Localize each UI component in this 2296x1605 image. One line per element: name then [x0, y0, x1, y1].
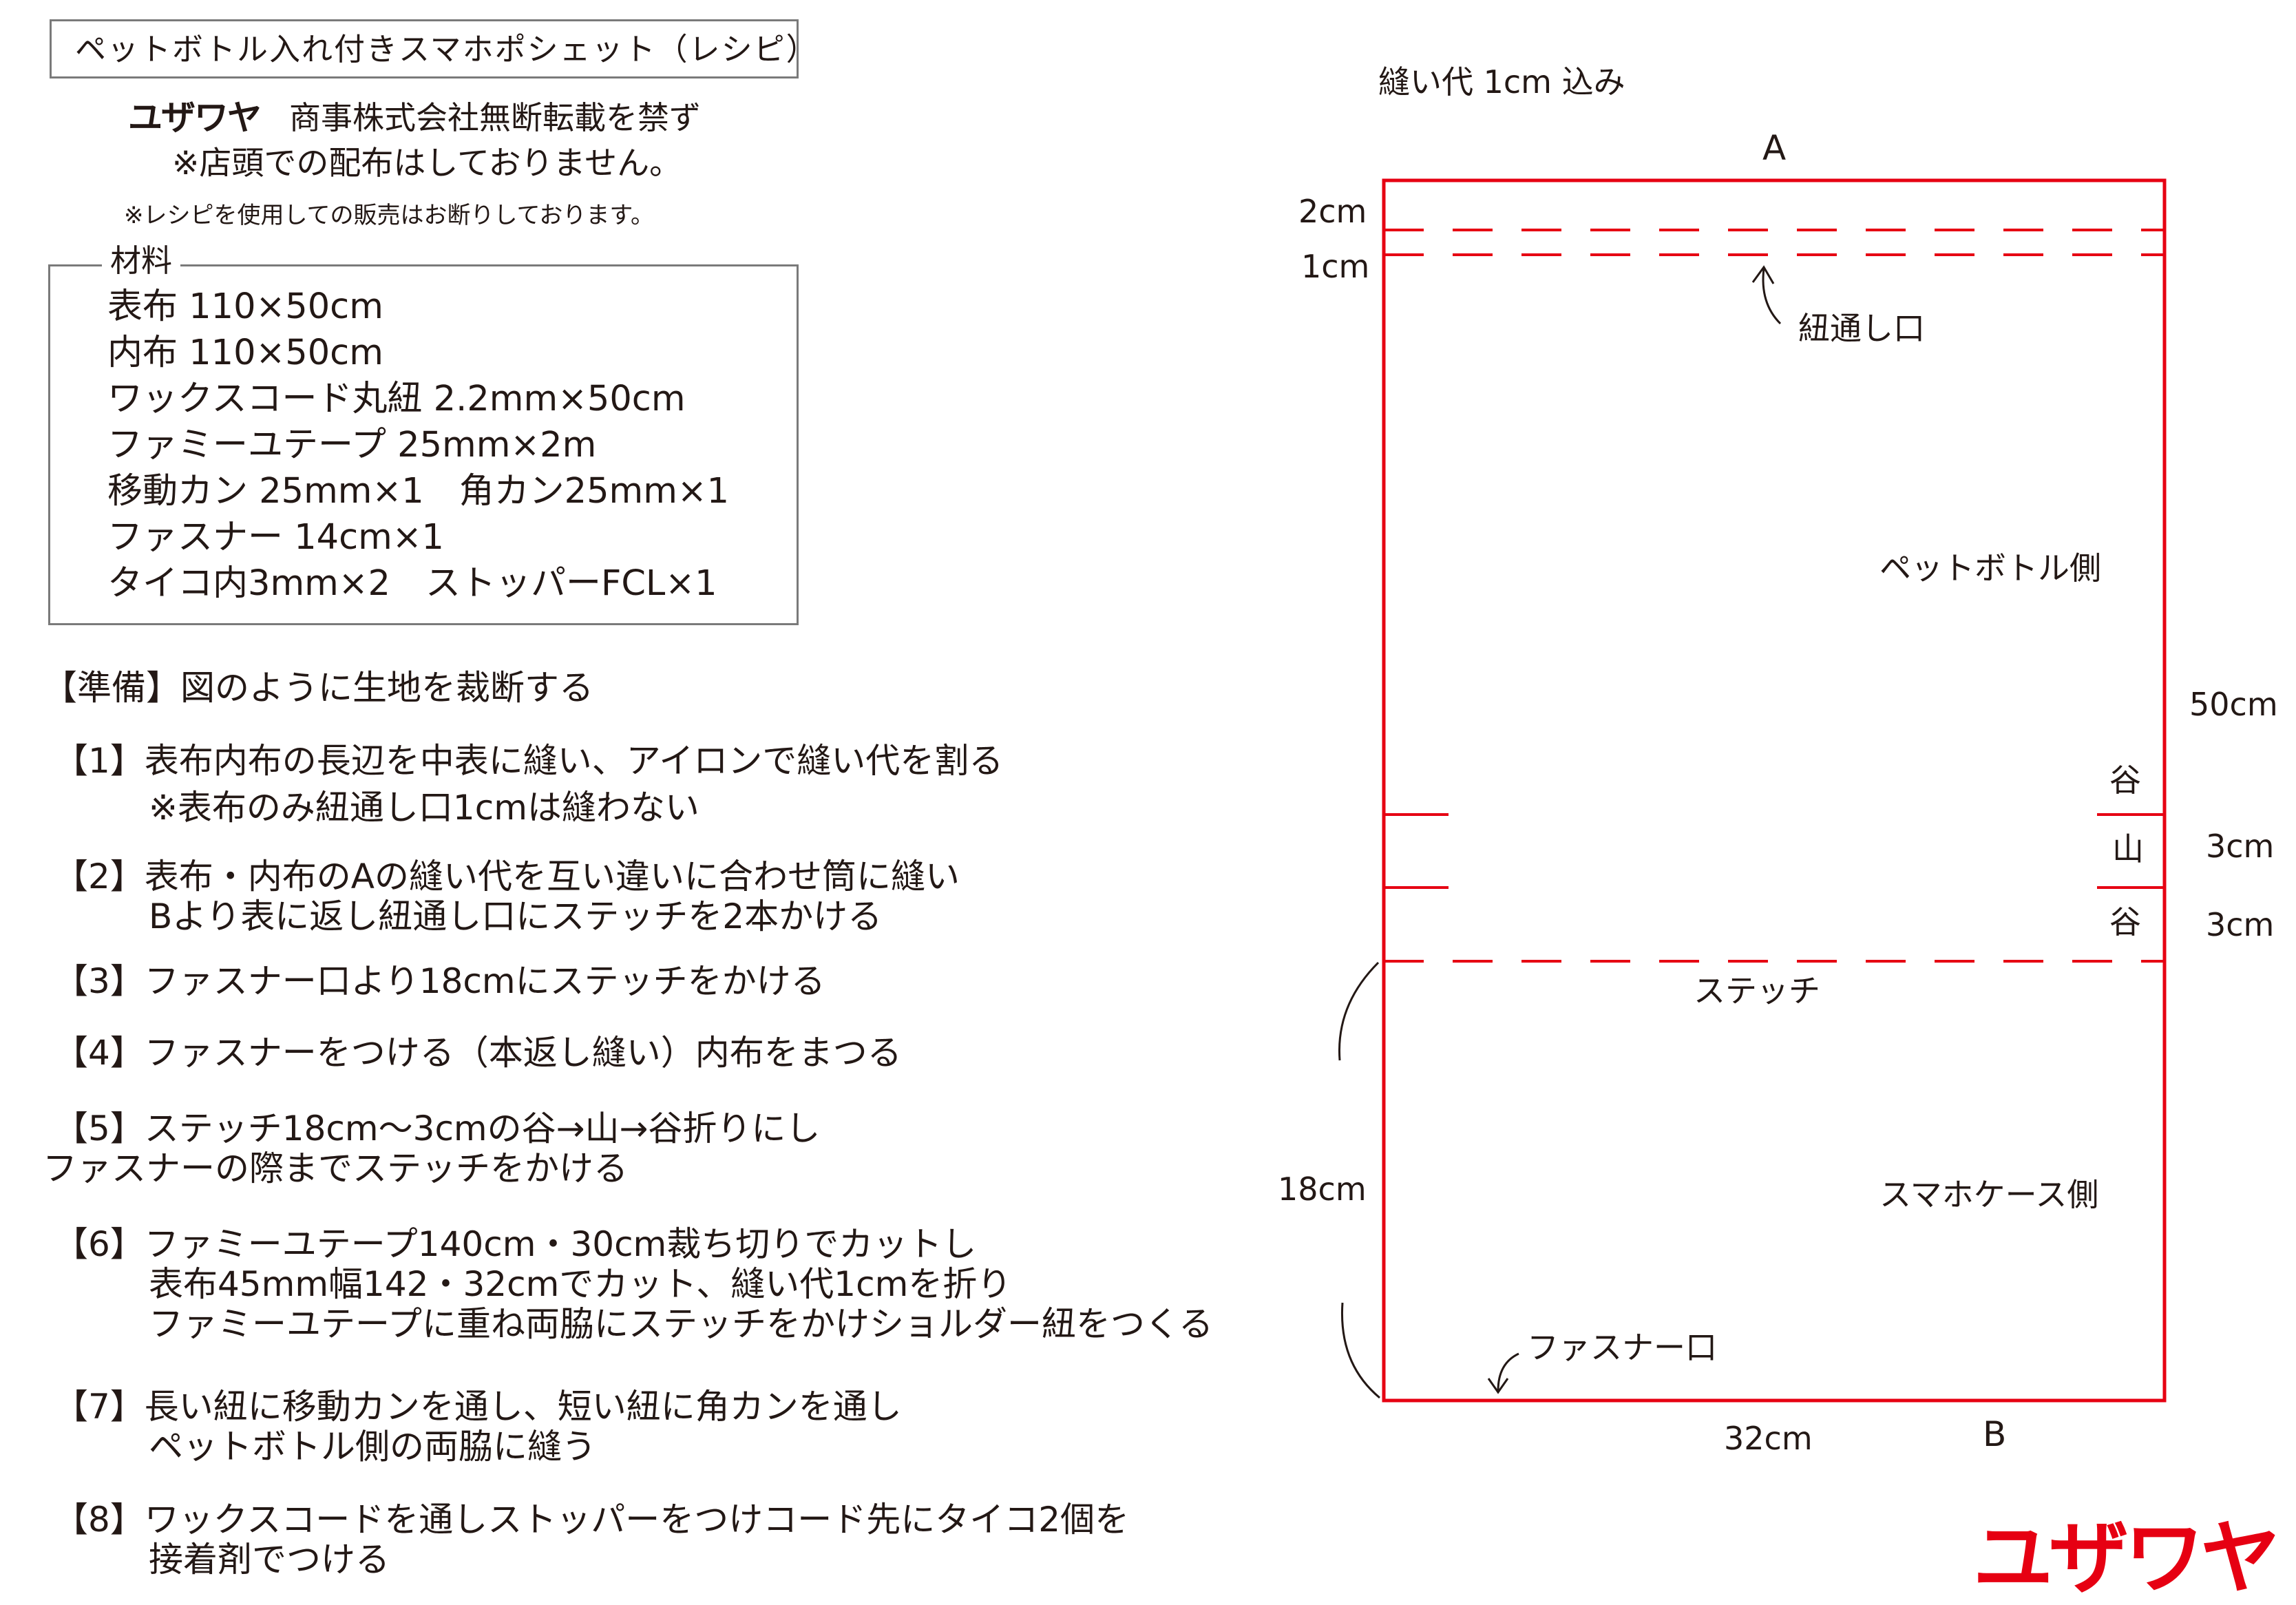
dim-3cm-b: 3cm: [2206, 906, 2275, 943]
stitch-bracket-lower: [1340, 1302, 1380, 1399]
dim-2cm: 2cm: [1298, 193, 1367, 230]
title-box: ペットボトル入れ付きスマホポシェット（レシピ）: [50, 19, 817, 78]
dim-50cm: 50cm: [2189, 686, 2278, 723]
material-item: タイコ内3mm×2 ストッパーFCL×1: [107, 563, 717, 604]
edge-label-a: A: [1762, 128, 1787, 168]
fabric-outline: [1382, 178, 2167, 1403]
materials-heading: 材料: [102, 245, 181, 276]
dim-18cm: 18cm: [1278, 1171, 1367, 1208]
step-3: 【3】ファスナー口より18cmにステッチをかける: [54, 961, 825, 1001]
material-item: 内布 110×50cm: [107, 333, 383, 373]
step-5: 【5】ステッチ18cm〜3cmの谷→山→谷折りにし: [54, 1109, 821, 1148]
step-4: 【4】ファスナーをつける（本返し縫い）内布をまつる: [54, 1033, 902, 1073]
materials-box: [48, 264, 799, 625]
step-5-note: ファスナーの際までステッチをかける: [43, 1148, 628, 1188]
step-8: 【8】ワックスコードを通しストッパーをつけコード先にタイコ2個を: [54, 1500, 1130, 1540]
prep-instruction: 【準備】図のように生地を裁断する: [43, 668, 593, 708]
cord-opening-arrowhead: [1751, 265, 1775, 284]
valley-fold-label-1: 谷: [2109, 762, 2141, 799]
brand-logo: ユザワヤ: [1973, 1512, 2280, 1605]
dim-3cm-a: 3cm: [2206, 828, 2275, 865]
zipper-opening-label: ファスナー口: [1527, 1329, 1717, 1366]
step-7: 【7】長い紐に移動カンを通し、短い紐に角カンを通し: [54, 1387, 902, 1427]
material-item: 移動カン 25mm×1 角カン25mm×1: [107, 471, 730, 512]
edge-label-b: B: [1983, 1414, 2007, 1454]
seam-allowance-note: 縫い代 1cm 込み: [1378, 63, 1625, 101]
step-6-note-1: 表布45mm幅142・32cmでカット、縫い代1cmを折り: [149, 1264, 1012, 1304]
cord-opening-arrow: [1762, 268, 1782, 325]
step-2-note: Bより表に返し紐通し口にステッチを2本かける: [149, 896, 883, 936]
material-item: ワックスコード丸紐 2.2mm×50cm: [107, 379, 686, 419]
valley-fold-label-2: 谷: [2109, 903, 2141, 941]
zipper-opening-arrow: [1497, 1352, 1519, 1392]
step-8-note: 接着剤でつける: [149, 1540, 390, 1580]
stitch-bracket-upper: [1338, 961, 1380, 1061]
material-item: ファスナー 14cm×1: [107, 517, 445, 558]
recipe-title: ペットボトル入れ付きスマホポシェット（レシピ）: [75, 31, 819, 67]
notice-no-distribution: ※店頭での配布はしておりません。: [172, 145, 682, 182]
bottle-side-label: ペットボトル側: [1879, 549, 2101, 587]
step-6: 【6】ファミーユテープ140cm・30cm裁ち切りでカットし: [54, 1224, 977, 1264]
step-1: 【1】表布内布の長辺を中表に縫い、アイロンで縫い代を割る: [54, 741, 1004, 781]
cord-opening-label: 紐通し口: [1798, 310, 1925, 347]
notice-no-sale: ※レシピを使用しての販売はお断りしております。: [124, 202, 655, 229]
step-6-note-2: ファミーユテープに重ね両脇にステッチをかけショルダー紐をつくる: [149, 1304, 1213, 1344]
mountain-fold-label: 山: [2112, 830, 2144, 868]
step-7-note: ペットボトル側の両脇に縫う: [149, 1427, 596, 1467]
brand-small-logo: ユザワヤ: [128, 98, 262, 138]
zipper-opening-arrowhead: [1487, 1378, 1509, 1394]
phone-side-label: スマホケース側: [1879, 1176, 2099, 1213]
dim-1cm: 1cm: [1301, 248, 1370, 285]
material-item: ファミーユテープ 25mm×2m: [107, 425, 597, 465]
dim-32cm: 32cm: [1724, 1420, 1813, 1457]
copyright-text: 商事株式会社無断転載を禁ず: [289, 99, 701, 136]
step-1-note: ※表布のみ紐通し口1cmは縫わない: [149, 788, 699, 828]
material-item: 表布 110×50cm: [107, 286, 383, 327]
stitch-label: ステッチ: [1694, 972, 1820, 1009]
step-2: 【2】表布・内布のAの縫い代を互い違いに合わせ筒に縫い: [54, 857, 960, 896]
